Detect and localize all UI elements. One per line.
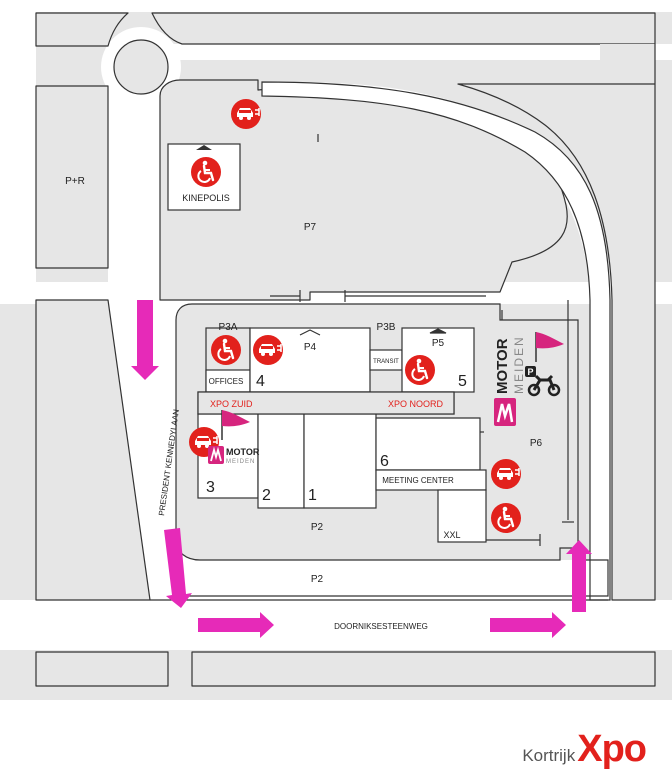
motor-meiden-logo-horizontal: MOTOR MEIDEN (208, 446, 260, 465)
logo-xpo-text: Xpo (577, 728, 647, 770)
ev-charging-icon (490, 458, 522, 490)
svg-text:MOTOR: MOTOR (494, 338, 511, 394)
meeting-center-label: MEETING CENTER (382, 476, 454, 485)
xpo-noord-entrance: XPO NOORD (388, 399, 444, 409)
transit-label: TRANSIT (373, 359, 399, 365)
hall-4: 4 (256, 373, 265, 390)
hall-1: 1 (308, 487, 317, 504)
wheelchair-accessible-icon (403, 353, 437, 387)
motor-meiden-logo-vertical: MOTOR MEIDEN (494, 335, 526, 426)
street-doorniksesteenweg: DOORNIKSESTEENWEG (334, 622, 428, 631)
kortrijk-xpo-logo: Kortrijk Xpo (522, 728, 647, 772)
parking-p-plus-r: P+R (65, 176, 85, 187)
wheelchair-accessible-icon (489, 501, 523, 535)
svg-text:MEIDEN: MEIDEN (512, 335, 526, 394)
ev-charging-icon (252, 334, 284, 366)
motorcycle-parking: P (525, 366, 561, 397)
ev-charging-icon (230, 98, 262, 130)
hall-6: 6 (380, 453, 389, 470)
xpo-zuid-entrance: XPO ZUID (210, 399, 253, 409)
parking-p6: P6 (530, 438, 543, 449)
motorcycle-icon (527, 374, 561, 397)
svg-text:MOTOR: MOTOR (226, 447, 260, 457)
svg-text:P: P (527, 367, 533, 377)
xxl-label: XXL (443, 530, 460, 540)
parking-p7: P7 (304, 222, 317, 233)
logo-kortrijk-text: Kortrijk (522, 746, 576, 765)
parking-p3b: P3B (377, 322, 396, 333)
hall-3: 3 (206, 479, 215, 496)
svg-text:MEIDEN: MEIDEN (226, 459, 255, 465)
wheelchair-accessible-icon (209, 333, 243, 367)
offices-label: OFFICES (209, 377, 244, 386)
parking-p2-inner: P2 (311, 522, 324, 533)
hall-2: 2 (262, 487, 271, 504)
parking-p5: P5 (432, 338, 445, 349)
kinepolis-label: KINEPOLIS (182, 193, 230, 203)
parking-p3a: P3A (219, 322, 238, 333)
parking-p4: P4 (304, 342, 317, 353)
wheelchair-accessible-icon (189, 155, 223, 189)
parking-p2-outer: P2 (311, 574, 324, 585)
hall-5: 5 (458, 373, 467, 390)
